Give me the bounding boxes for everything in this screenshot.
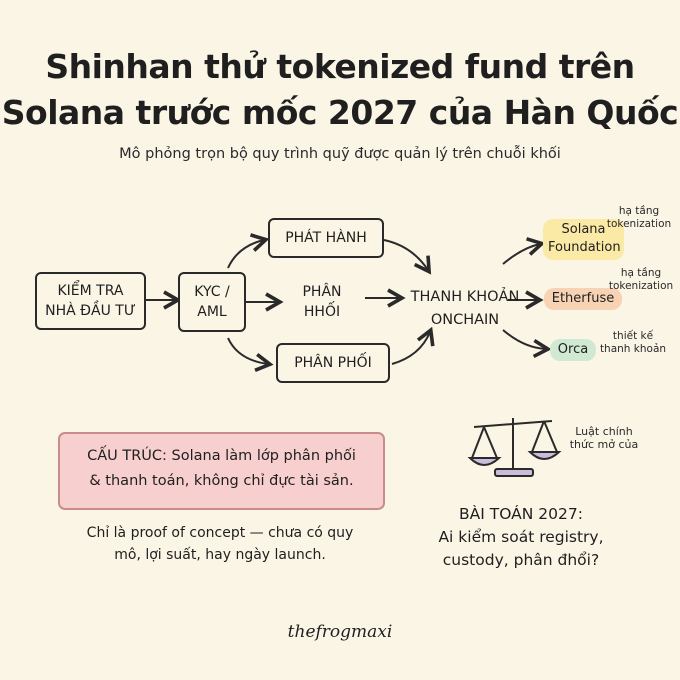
- signature: thefrogmaxi: [287, 622, 393, 642]
- bai-toan-2027: BÀI TOÁN 2027:Ai kiểm soát registry,cust…: [438, 505, 604, 569]
- title-line-2: Solana trước mốc 2027 của Hàn Quốc: [1, 93, 679, 132]
- page-title: Shinhan thử tokenized fund trên Solana t…: [0, 44, 680, 136]
- title-line-1: Shinhan thử tokenized fund trên: [45, 47, 635, 86]
- node-kyc-aml: KYC /AML: [178, 272, 246, 332]
- arrow-to-orca: [502, 329, 552, 359]
- arrow-to-solana: [502, 237, 546, 265]
- partner-orca: Orca: [550, 339, 596, 361]
- arrow-phanphoi-thanhkhoan: [391, 326, 435, 365]
- structure-callout: CẤU TRÚC: Solana làm lớp phân phối& than…: [58, 432, 385, 510]
- arrow-phathanh-thanhkhoan: [383, 239, 432, 275]
- partner-etherfuse: Etherfuse: [544, 288, 622, 310]
- subtitle: Mô phỏng trọn bộ quy trình quỹ được quản…: [119, 146, 561, 162]
- arrow-kyc-phathanh: [227, 233, 270, 269]
- balance-scale-icon: [467, 418, 562, 477]
- arrow-kyc-phanphoi: [227, 337, 274, 373]
- node-phan-phoi: PHÂN PHỐI: [276, 343, 390, 383]
- node-phat-hanh: PHÁT HÀNH: [268, 218, 384, 258]
